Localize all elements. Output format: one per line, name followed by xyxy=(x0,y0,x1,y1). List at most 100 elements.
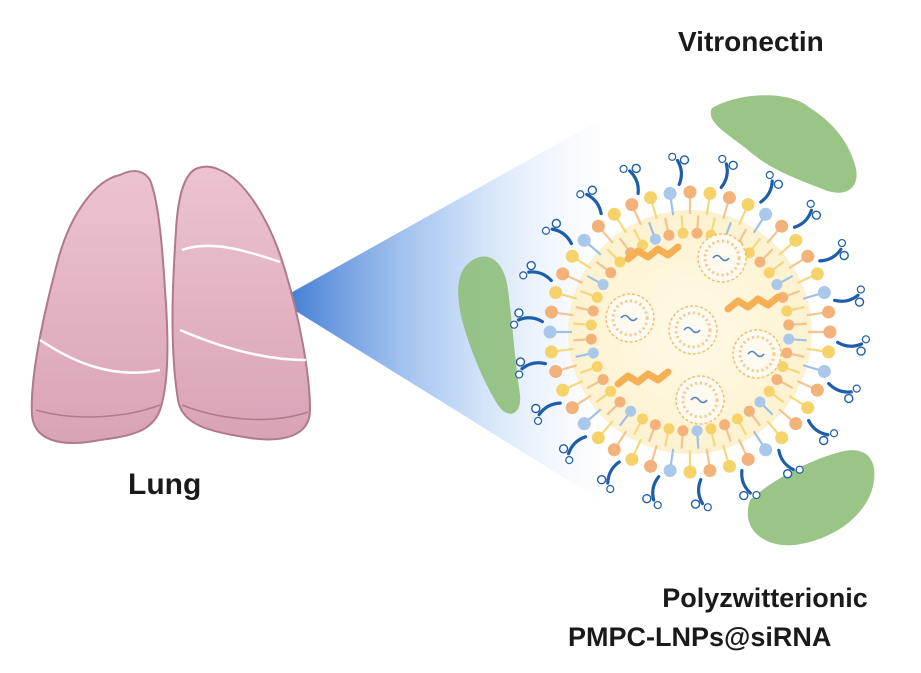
lipid-tail xyxy=(788,258,805,270)
lipid-strand xyxy=(614,368,672,388)
lipid-head xyxy=(810,267,824,281)
charge-marker xyxy=(852,384,861,393)
particle-label-line1: Polyzwitterionic xyxy=(662,583,868,613)
charge-marker xyxy=(541,226,551,235)
charge-marker xyxy=(526,260,536,271)
lipid-head xyxy=(663,229,675,241)
charge-marker xyxy=(718,154,727,164)
lipid-head xyxy=(741,452,755,466)
polymer-chain xyxy=(651,475,661,502)
lipid-head xyxy=(637,413,649,425)
polymer-chain xyxy=(827,381,853,394)
charge-marker xyxy=(690,499,701,509)
lipid-strand xyxy=(724,293,782,313)
lipid-head xyxy=(789,417,803,431)
charge-marker xyxy=(519,271,528,280)
lipid-tail xyxy=(600,229,614,244)
charge-marker xyxy=(844,393,854,404)
lipid-head xyxy=(781,305,793,317)
lipid-tail xyxy=(793,338,807,342)
lipid-tail xyxy=(648,429,655,443)
lipid-tail xyxy=(566,274,584,284)
lipid-head xyxy=(605,267,617,279)
lipid-head xyxy=(585,319,597,331)
lipid-head xyxy=(822,305,836,319)
inner-cargo xyxy=(605,233,782,425)
lipid-head xyxy=(556,383,570,397)
lipid-head xyxy=(763,385,775,397)
lipid-tail xyxy=(575,394,592,406)
lipid-head xyxy=(817,286,831,300)
lipid-tail xyxy=(587,408,602,422)
charge-marker xyxy=(856,285,865,294)
lipid-head xyxy=(644,191,658,205)
lipid-head xyxy=(731,413,743,425)
lipid-head xyxy=(597,373,609,385)
charge-marker xyxy=(765,170,774,180)
lipid-head xyxy=(754,396,766,408)
lipid-tail xyxy=(787,290,801,297)
lipid-bilayer xyxy=(543,185,837,479)
lipid-tail xyxy=(632,422,642,436)
lipid-tail xyxy=(650,202,658,220)
left-lung xyxy=(30,170,169,444)
beam xyxy=(278,120,600,500)
lipid-tail xyxy=(791,353,805,358)
lipid-tail xyxy=(648,221,655,235)
charge-marker xyxy=(773,179,784,189)
charge-marker xyxy=(515,370,524,379)
lipid-head xyxy=(783,319,795,331)
zwitterionic-polymers xyxy=(509,152,871,512)
lipid-head xyxy=(801,401,815,415)
lipid-head xyxy=(817,364,831,378)
lipid-tail xyxy=(791,306,805,311)
lipid-tail xyxy=(632,438,642,456)
lipid-head xyxy=(591,291,603,303)
lipid-tail xyxy=(738,228,748,242)
charge-marker xyxy=(818,435,829,446)
left-lung-fissure xyxy=(39,338,161,374)
lipid-tail xyxy=(560,292,578,300)
lipid-tail xyxy=(796,380,814,390)
charge-marker xyxy=(631,163,641,174)
lipid-tail xyxy=(793,322,807,326)
charge-marker xyxy=(606,484,615,494)
charge-marker xyxy=(596,475,607,485)
lipid-head xyxy=(722,459,736,473)
charge-marker xyxy=(752,490,761,500)
charge-marker xyxy=(782,469,793,479)
lipid-tail xyxy=(711,217,716,231)
lipid-tail xyxy=(669,198,675,216)
lipid-tail xyxy=(606,404,618,416)
charge-marker xyxy=(837,238,847,248)
lipid-tail xyxy=(796,274,814,284)
lipid-head xyxy=(625,198,639,212)
sirna xyxy=(690,396,708,404)
lipid-head xyxy=(591,361,603,373)
lipid-head xyxy=(544,305,558,319)
protein-bottom xyxy=(747,450,875,546)
lipid-head xyxy=(607,443,621,457)
charge-marker xyxy=(829,429,839,438)
lipid-head xyxy=(565,249,579,263)
polymer-chain xyxy=(832,293,860,303)
lipid-tail xyxy=(664,433,669,447)
left-lung-base xyxy=(35,404,161,418)
charge-marker xyxy=(653,500,662,510)
lipid-head xyxy=(775,431,789,445)
lipid-head xyxy=(759,443,773,457)
lung-icon xyxy=(30,165,312,444)
polymer-chain xyxy=(777,448,795,472)
lipid-tail xyxy=(566,380,584,390)
polymer-chain xyxy=(759,179,774,204)
lipid-tail xyxy=(619,237,629,250)
lipid-head xyxy=(663,423,675,435)
charge-marker xyxy=(565,456,574,465)
lipid-tail xyxy=(573,338,587,342)
polymer-chain xyxy=(516,316,544,324)
lipid-head xyxy=(544,345,558,359)
charge-marker xyxy=(806,199,815,208)
charge-marker xyxy=(514,308,524,318)
lipid-head xyxy=(789,233,803,247)
